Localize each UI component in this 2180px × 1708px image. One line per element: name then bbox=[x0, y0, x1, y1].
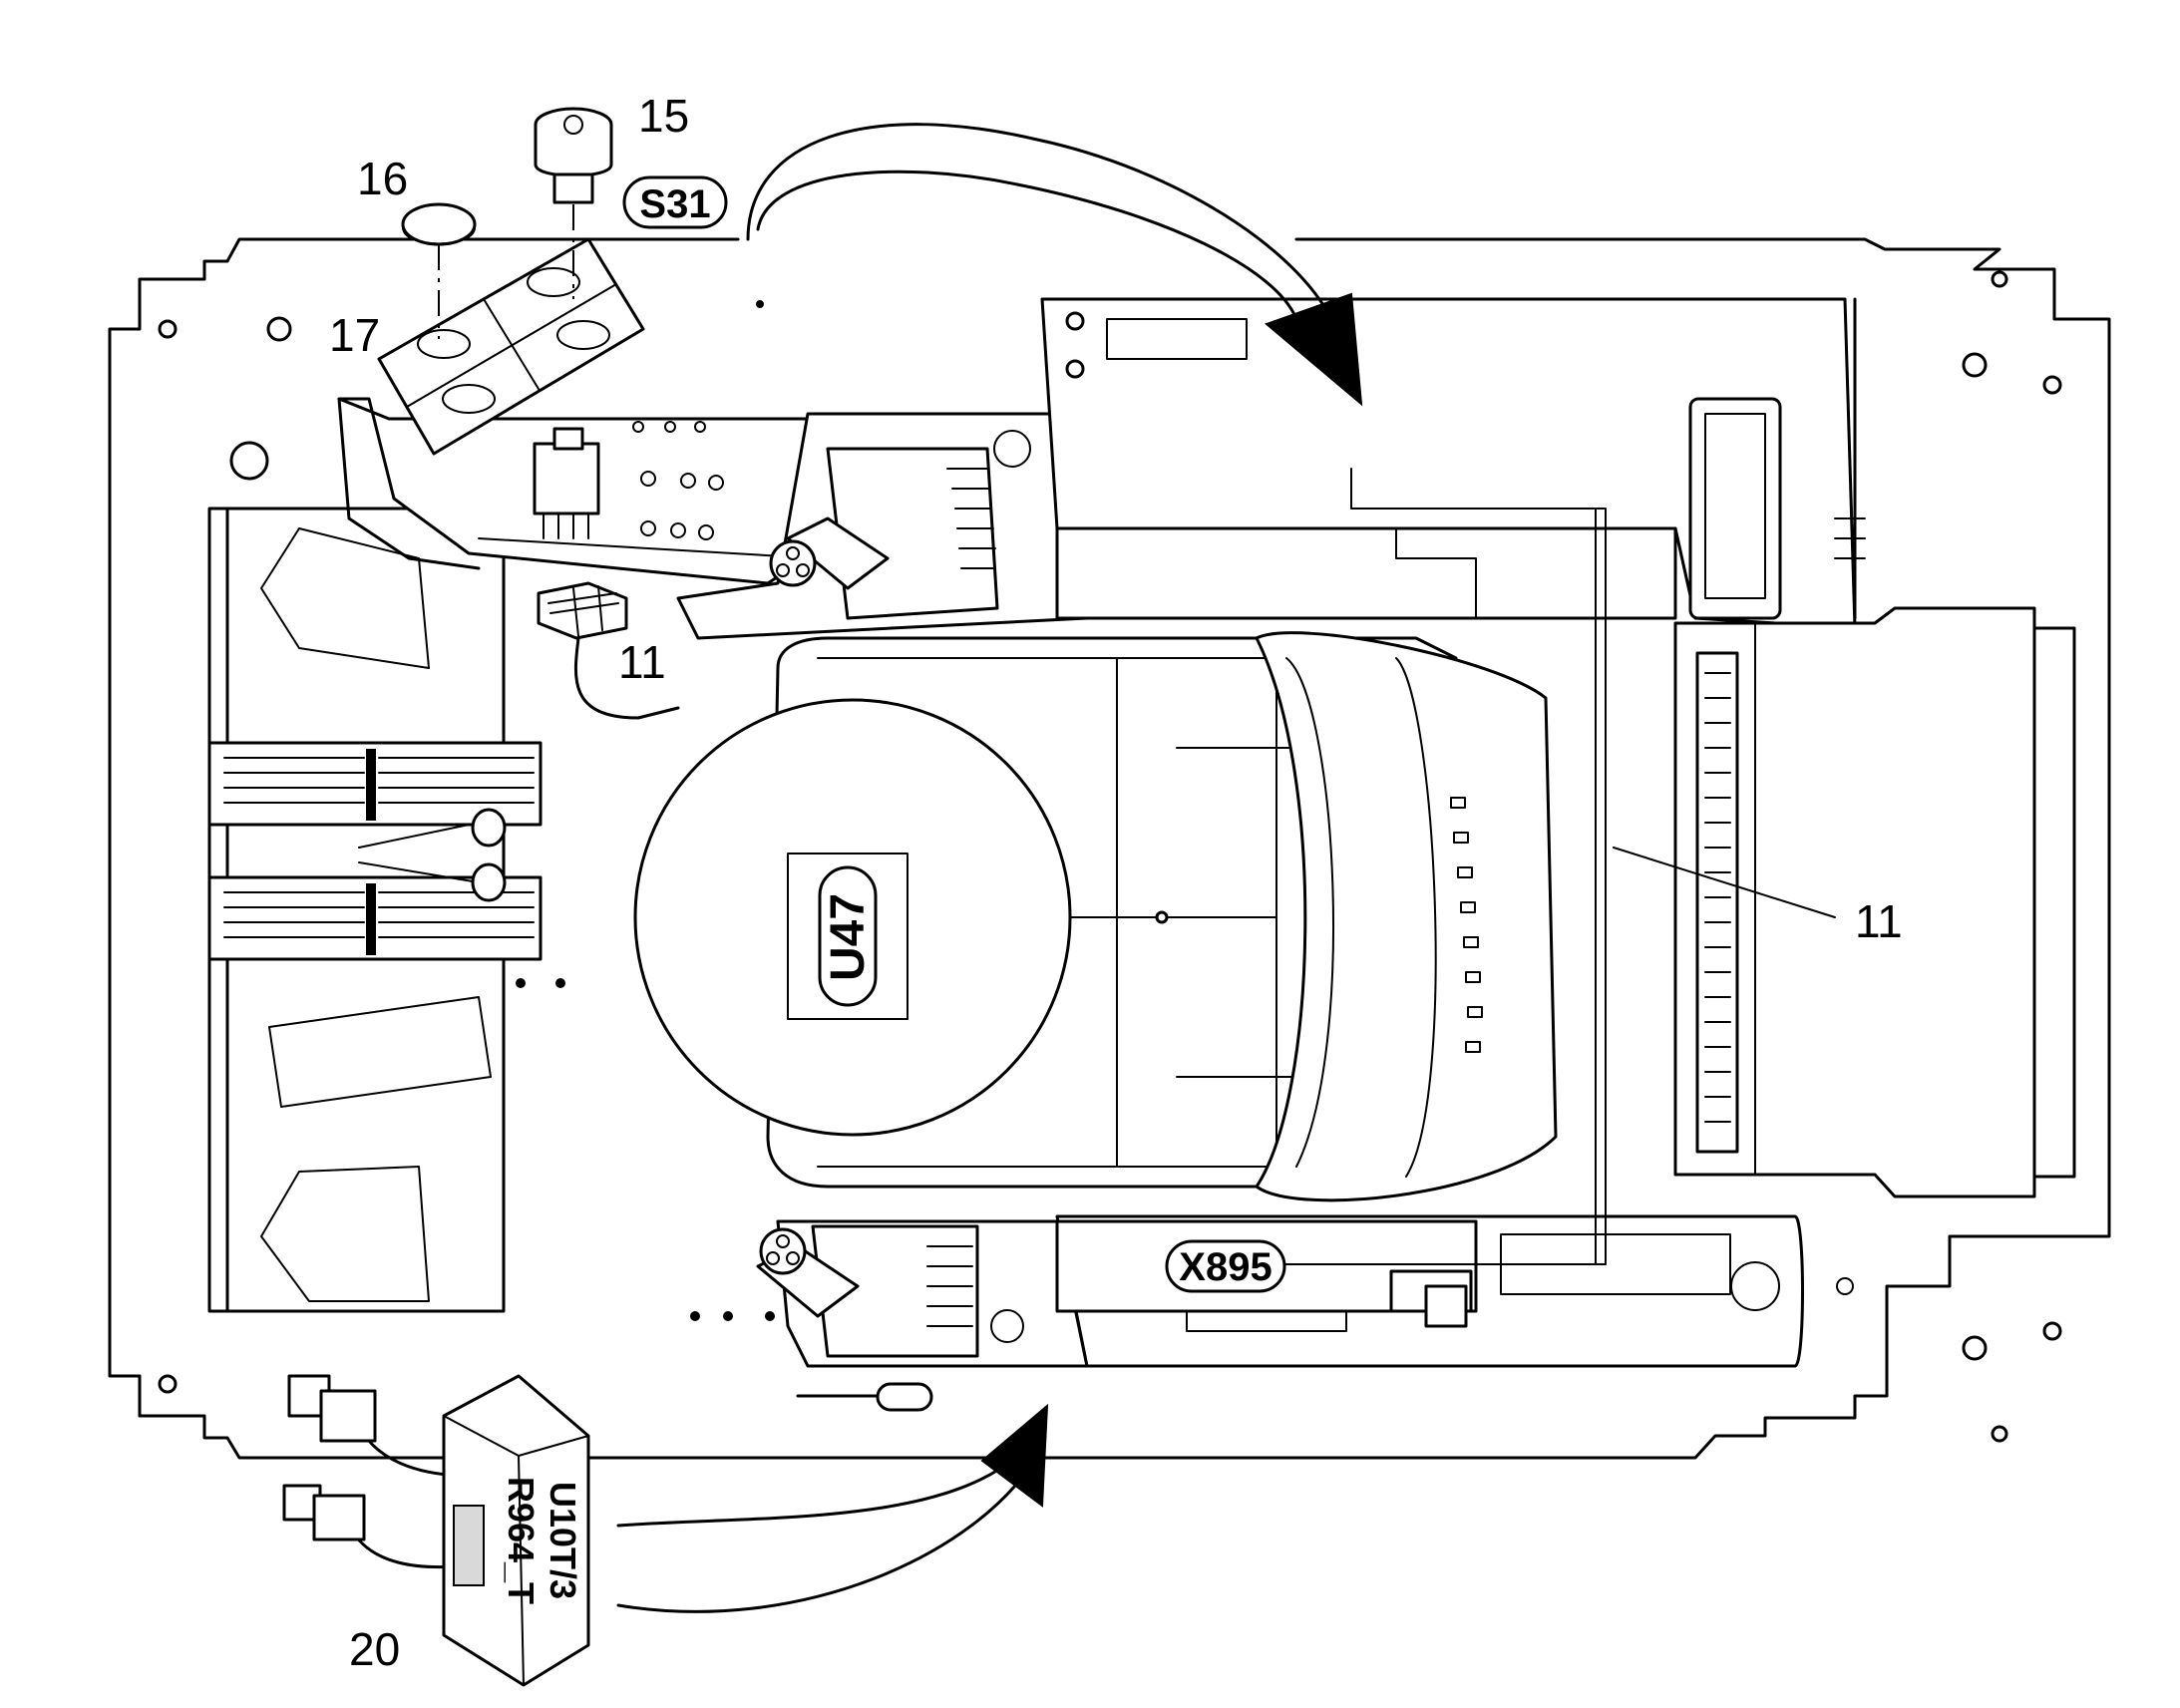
tag-u47: U47 bbox=[822, 893, 875, 981]
module-label-line2: R964_T bbox=[501, 1477, 542, 1604]
top-joystick-console bbox=[676, 412, 1109, 640]
bottom-joystick-console bbox=[756, 1219, 1089, 1412]
floor-plate bbox=[108, 237, 2111, 1460]
callout-20: 20 bbox=[349, 1623, 400, 1675]
tag-u47-text: U47 bbox=[822, 893, 875, 981]
relay-connector-11 bbox=[537, 581, 680, 720]
harness-11-route bbox=[1275, 468, 1836, 1265]
module-label: U10T/3 R964_T bbox=[501, 1477, 583, 1604]
callout-17: 17 bbox=[329, 309, 380, 361]
accelerator-pedal-upper bbox=[207, 741, 543, 849]
switch-plate bbox=[377, 237, 645, 456]
arrow-top bbox=[746, 123, 1363, 407]
callout-11-top: 11 bbox=[618, 636, 666, 688]
key-switch bbox=[534, 107, 613, 299]
top-storage-box bbox=[1040, 297, 1857, 630]
accelerator-pedal-lower bbox=[207, 861, 543, 961]
callout-11-right: 11 bbox=[1855, 895, 1903, 947]
tag-s31: S31 bbox=[622, 175, 728, 229]
module-label-line1: U10T/3 bbox=[543, 1482, 583, 1599]
bottom-armrest bbox=[1055, 1214, 1854, 1368]
rocker-switch-block bbox=[533, 427, 600, 539]
callout-16: 16 bbox=[357, 153, 408, 204]
tag-x895: X895 bbox=[1165, 1239, 1286, 1293]
arrow-bottom bbox=[616, 1403, 1049, 1613]
tag-s31-text: S31 bbox=[639, 182, 710, 226]
module-20 bbox=[282, 1374, 590, 1687]
blanking-plug bbox=[401, 202, 477, 339]
right-side-panel bbox=[1673, 297, 2076, 1198]
seat-control-circle bbox=[633, 698, 1277, 1137]
mounting-dots bbox=[516, 300, 775, 1321]
tag-x895-text: X895 bbox=[1179, 1245, 1272, 1289]
top-right-light bbox=[1688, 397, 1782, 620]
callout-15: 15 bbox=[638, 90, 689, 142]
